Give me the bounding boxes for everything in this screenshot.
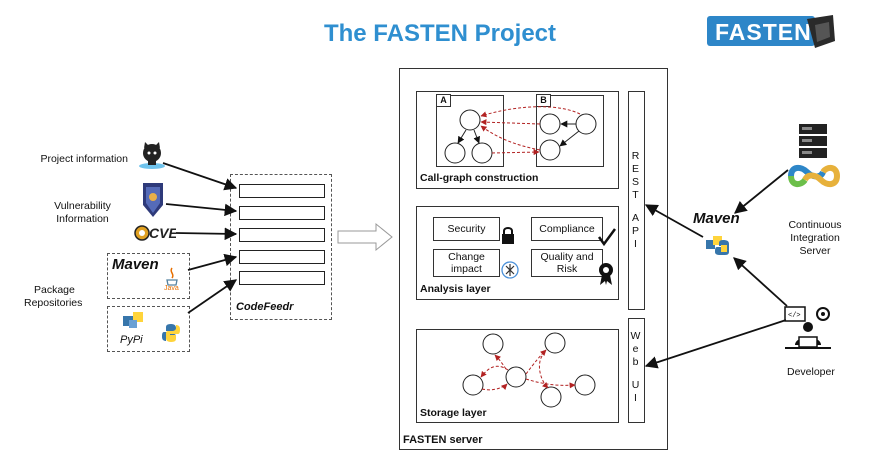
arrow-pypi xyxy=(187,279,238,314)
change-impact-module: Change impact xyxy=(433,249,500,277)
node-c-circle xyxy=(471,142,493,164)
arrow-project-info xyxy=(162,162,238,191)
maven-client-label: Maven xyxy=(693,210,740,227)
arrow-maven xyxy=(187,253,238,271)
analysis-layer-label: Analysis layer xyxy=(420,283,491,295)
quality-risk-module: Quality and Risk xyxy=(531,249,603,277)
rest-api-box xyxy=(628,91,645,310)
fasten-server-label: FASTEN server xyxy=(403,434,483,446)
python-icon xyxy=(161,323,181,343)
quality-badge-icon xyxy=(597,262,615,286)
callgraph-label: Call-graph construction xyxy=(420,172,539,184)
page-title: The FASTEN Project xyxy=(323,20,557,47)
arrow-maven-to-rest xyxy=(644,204,704,238)
web-ui-label: W e b U I xyxy=(630,330,641,404)
ci-server-icon xyxy=(785,122,843,194)
logo-text: FASTEN xyxy=(715,19,812,45)
developer-icon: </> xyxy=(783,305,833,351)
node-x-circle xyxy=(539,113,561,135)
arrow-cve xyxy=(175,227,238,241)
security-module: Security xyxy=(433,217,500,241)
node-a-circle xyxy=(459,109,481,131)
storage-layer-label: Storage layer xyxy=(420,407,487,419)
pypi-package-icon xyxy=(121,310,149,330)
checkmark-icon xyxy=(597,227,617,247)
compliance-module: Compliance xyxy=(531,217,603,241)
svg-text:</>: </> xyxy=(788,312,801,320)
web-ui-box xyxy=(628,318,645,423)
ci-server-label: Continuous Integration Server xyxy=(788,219,842,257)
developer-label: Developer xyxy=(787,366,835,378)
package-repositories-label: Package Repositories xyxy=(24,284,83,309)
queue-row-1 xyxy=(239,184,325,198)
cve-icon: CVE xyxy=(134,224,176,242)
box-a-label: A xyxy=(436,94,451,107)
arrow-ci-to-maven xyxy=(734,169,789,214)
java-icon xyxy=(164,266,180,294)
fasten-logo: FASTEN xyxy=(707,13,837,50)
arrow-developer-to-webui xyxy=(644,319,787,369)
arrow-vulnerability xyxy=(165,203,238,217)
queue-row-3 xyxy=(239,228,325,242)
box-b-label: B xyxy=(536,94,551,107)
vulnerability-shield-icon xyxy=(141,181,165,219)
codefeedr-label: CodeFeedr xyxy=(236,301,294,313)
queue-row-5 xyxy=(239,271,325,285)
queue-row-2 xyxy=(239,206,325,220)
flow-arrow-icon xyxy=(336,222,396,252)
rest-api-label: R E S T A P I xyxy=(631,150,640,250)
pypi-label: PyPi xyxy=(120,334,143,346)
queue-row-4 xyxy=(239,250,325,264)
project-information-label: Project information xyxy=(40,153,128,165)
svg-text:CVE: CVE xyxy=(149,225,176,241)
maven-repository-box xyxy=(107,253,190,299)
codefeedr-box xyxy=(230,174,332,320)
arrow-developer-to-maven xyxy=(733,257,788,307)
node-b-circle xyxy=(444,142,466,164)
vulnerability-information-label: Vulnerability Information xyxy=(54,200,111,225)
maven-label: Maven xyxy=(112,256,159,273)
lock-icon xyxy=(500,225,516,245)
java-label: Java xyxy=(164,285,179,292)
pypi-repository-box xyxy=(107,306,190,352)
node-z-circle xyxy=(539,139,561,161)
github-icon xyxy=(137,140,167,170)
maven-python-icon xyxy=(705,234,731,256)
impact-icon xyxy=(500,260,520,280)
